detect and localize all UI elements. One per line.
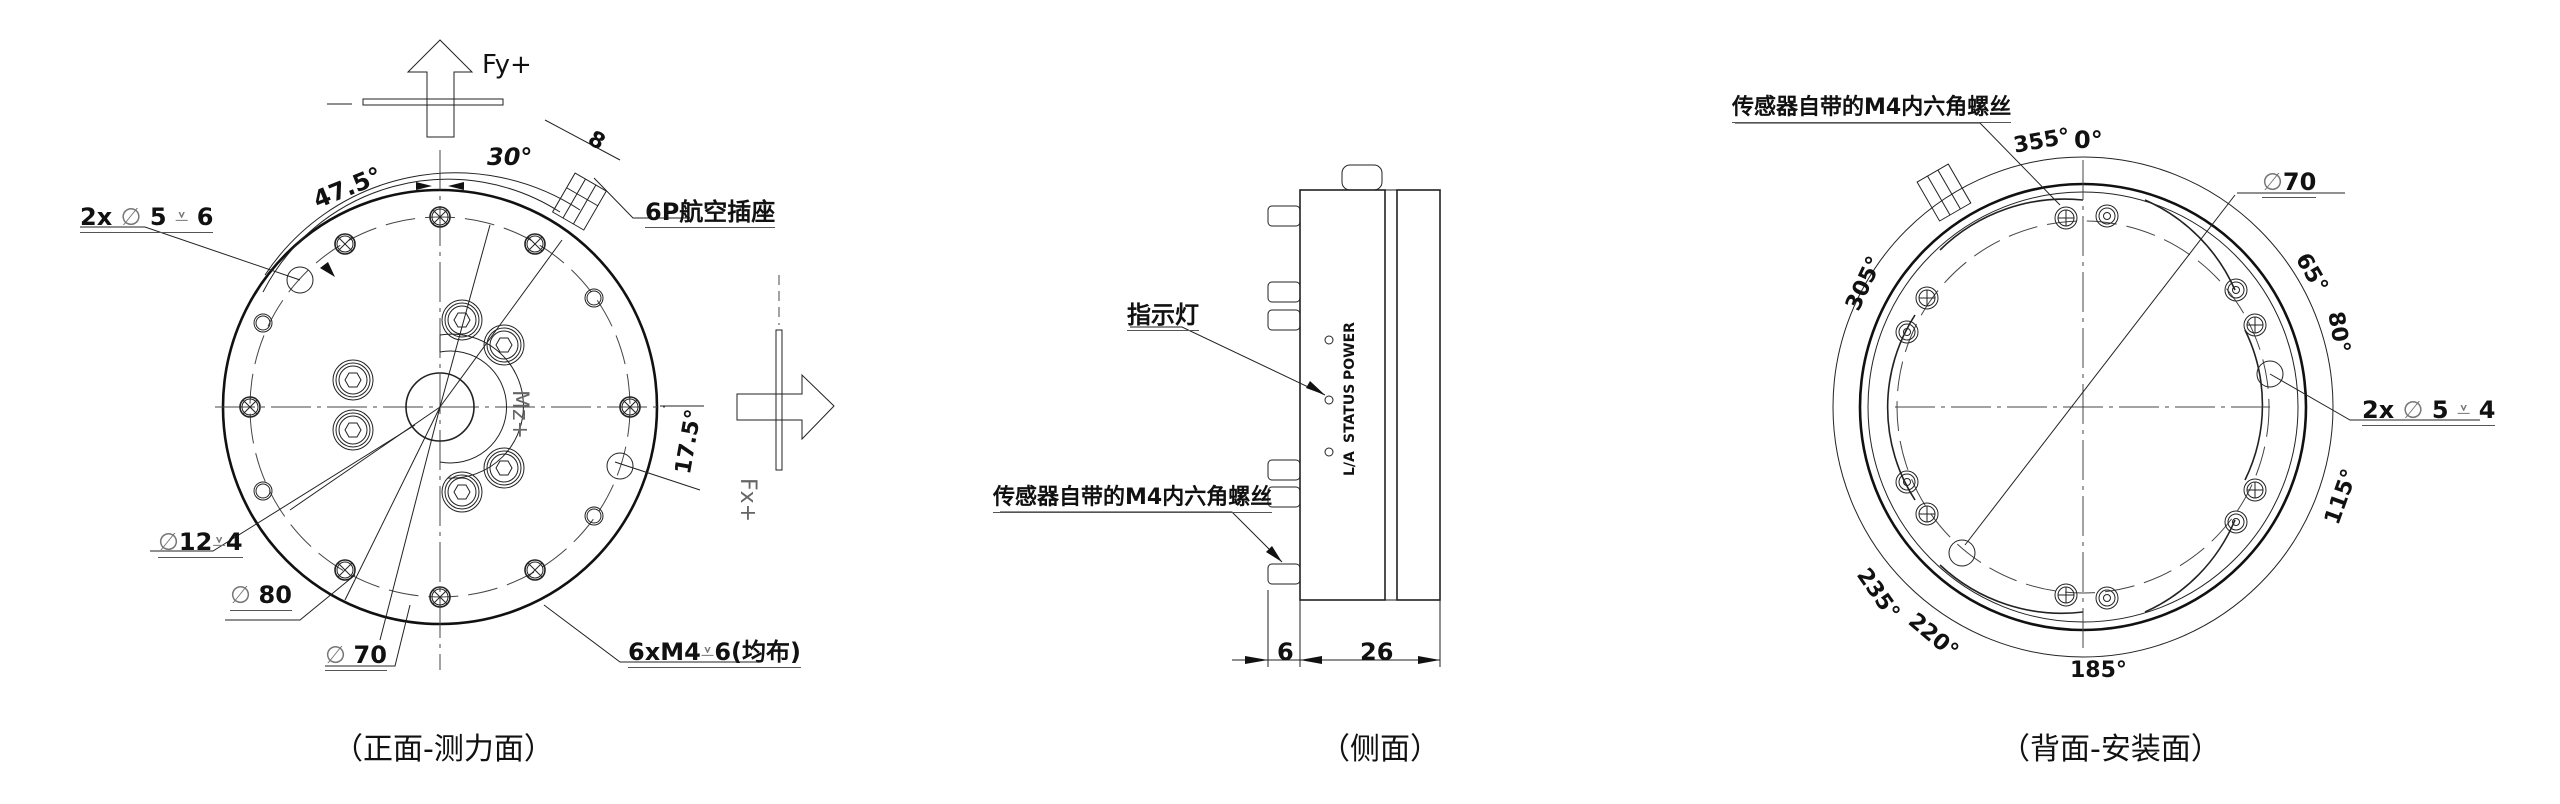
diameter-value: 70 [353, 641, 387, 669]
bolt-circle-callout: ∅ 70 [325, 643, 387, 671]
diameter-symbol: ∅ [325, 641, 346, 669]
led-label-status: STATUS [1342, 383, 1358, 443]
screw-length-dim: 6 [1277, 638, 1294, 666]
outer-diameter-callout: ∅ 80 [230, 583, 292, 611]
front-view [80, 39, 835, 670]
back-bolt-circle-callout: ∅70 [2262, 168, 2317, 198]
mz-plus-label: Mz+ [507, 390, 532, 439]
back-screw-callout: 传感器自带的M4内六角螺丝 [1732, 97, 2012, 123]
depth-value: 4 [225, 528, 243, 556]
connector-icon [1916, 163, 1972, 222]
angle-0: 0° [2074, 126, 2103, 154]
indicator-light-callout: 指示灯 [1127, 301, 1199, 331]
depth-value: 6 [714, 638, 732, 666]
center-bore-callout: ∅12⩡4 [158, 530, 243, 558]
led-status [1324, 395, 1334, 405]
side-view-caption: （侧面） [1320, 732, 1440, 767]
led-power [1324, 335, 1334, 345]
count: 2x [2362, 396, 2395, 424]
depth-value: 4 [2478, 396, 2496, 424]
thread-spec: M4 [660, 638, 701, 666]
diameter-value: 5 [149, 203, 167, 231]
fy-plus-label: Fy+ [482, 50, 532, 80]
side-screw-callout: 传感器自带的M4内六角螺丝 [993, 487, 1273, 513]
connector-icon [551, 172, 607, 231]
diameter-symbol: ∅ [2262, 168, 2283, 196]
screw-heads [1267, 205, 1301, 585]
note: (均布) [731, 638, 801, 666]
angle-80: 80° [2322, 309, 2355, 355]
count: 2x [80, 203, 113, 231]
diameter-value: 12 [178, 528, 213, 556]
depth-value: 6 [196, 203, 214, 231]
depth-symbol: ⩡ [2456, 396, 2471, 424]
diameter-value: 70 [2282, 168, 2317, 196]
back-view-caption: （背面-安装面） [2000, 732, 2221, 767]
back-pin-hole-callout: 2x ∅ 5 ⩡ 4 [2362, 396, 2496, 426]
diameter-symbol: ∅ [2402, 396, 2424, 424]
diameter-symbol: ∅ [120, 203, 142, 231]
angle-30: 30° [487, 143, 533, 171]
side-view [1000, 164, 1441, 667]
times: x [644, 638, 661, 666]
front-pin-hole-callout: 2x ∅ 5 ⩡ 6 [80, 203, 214, 233]
led-label-power: POWER [1342, 322, 1358, 380]
thread-holes-callout: 6xM4⩡6(均布) [628, 640, 801, 668]
back-view [1735, 122, 2480, 658]
diameter-symbol: ∅ [158, 528, 179, 556]
diameter-value: 80 [258, 581, 292, 609]
fx-arrow-icon [736, 275, 835, 471]
diameter-value: 5 [2431, 396, 2449, 424]
diameter-symbol: ∅ [230, 581, 251, 609]
front-view-caption: （正面-测力面） [333, 732, 554, 767]
depth-symbol: ⩡ [174, 203, 189, 231]
connector-callout: 6P航空插座 [645, 198, 776, 228]
depth-symbol: ⩡ [700, 638, 715, 666]
fx-plus-label: Fx+ [735, 478, 760, 523]
body-thickness-dim: 26 [1360, 638, 1394, 666]
led-la [1324, 447, 1334, 457]
led-label-la: L/A [1342, 451, 1358, 476]
count: 6 [628, 638, 645, 666]
angle-185: 185° [2070, 658, 2127, 683]
fy-arrow-icon [327, 39, 504, 138]
depth-symbol: ⩡ [212, 528, 226, 556]
